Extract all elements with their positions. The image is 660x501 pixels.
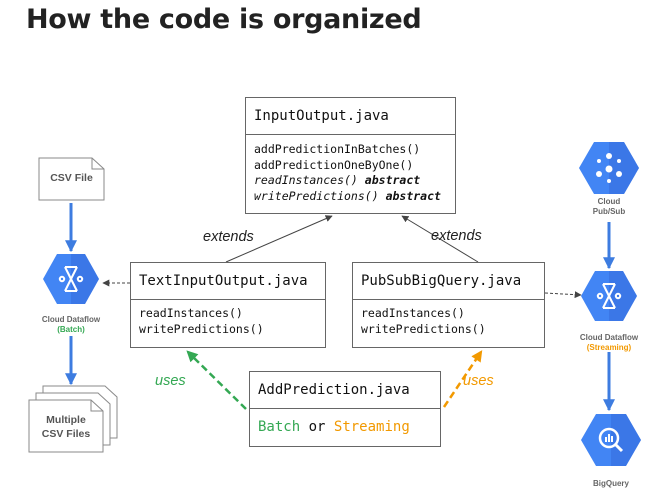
multiple-csv-files-label: Multiple CSV Files: [29, 413, 103, 441]
dataflow-mode-batch: (Batch): [57, 325, 85, 334]
page-title: How the code is organized: [26, 4, 422, 35]
abstract-method-item: writePredictions() abstract: [254, 189, 447, 205]
method-item: addPredictionInBatches(): [254, 142, 421, 156]
bigquery-icon: [581, 414, 641, 466]
abstract-method-item: readInstances() abstract: [254, 173, 447, 189]
dataflow-streaming-icon: [581, 271, 637, 321]
dataflow-mode-streaming: (Streaming): [586, 343, 632, 352]
uses-arrow-streaming: [442, 350, 483, 408]
extends-label-right: extends: [431, 228, 482, 244]
pubsub-label: Cloud Pub/Sub: [574, 197, 644, 217]
dataflow-streaming-label: Cloud Dataflow (Streaming): [564, 333, 654, 353]
csv-file-label: CSV File: [50, 172, 93, 184]
uses-label-batch: uses: [155, 373, 186, 389]
method-item: writePredictions(): [139, 321, 264, 336]
extends-label-left: extends: [203, 229, 254, 245]
method-item: writePredictions(): [361, 321, 486, 336]
or-label: or: [308, 419, 326, 435]
pubsub-line: Cloud: [597, 197, 621, 206]
method-item: addPredictionOneByOne(): [254, 157, 414, 172]
class-methods: readInstances() writePredictions(): [353, 300, 544, 343]
pubsub-icon: [579, 142, 639, 194]
dataflow-batch-label: Cloud Dataflow (Batch): [26, 315, 116, 335]
method-name: readInstances(): [254, 173, 358, 187]
dataflow-batch-icon: [43, 254, 99, 304]
class-methods: readInstances() writePredictions(): [131, 300, 325, 343]
uses-label-streaming: uses: [463, 373, 494, 389]
dataflow-name: Cloud Dataflow: [579, 333, 639, 342]
batch-mode-label: Batch: [258, 419, 301, 435]
class-name: AddPrediction.java: [250, 372, 440, 409]
abstract-keyword: abstract: [385, 188, 441, 203]
class-name: TextInputOutput.java: [131, 263, 325, 300]
class-name: InputOutput.java: [246, 98, 455, 135]
method-item: readInstances(): [139, 306, 243, 320]
class-name: PubSubBigQuery.java: [353, 263, 544, 300]
class-methods: addPredictionInBatches() addPredictionOn…: [246, 135, 455, 210]
class-box-input-output: InputOutput.java addPredictionInBatches(…: [245, 97, 456, 214]
uses-arrow-batch: [186, 350, 247, 410]
class-box-pubsub-bigquery: PubSubBigQuery.java readInstances() writ…: [352, 262, 545, 348]
pubsub-line: Pub/Sub: [592, 207, 626, 216]
extends-arrow-left: [225, 215, 333, 263]
multiple-csv-line: CSV Files: [41, 428, 91, 440]
dataflow-name: Cloud Dataflow: [41, 315, 101, 324]
method-name: writePredictions(): [254, 188, 379, 203]
extends-arrow-right: [401, 215, 479, 263]
class-box-add-prediction: AddPrediction.java Batch or Streaming: [249, 371, 441, 447]
bigquery-label: BigQuery: [592, 479, 629, 488]
class-box-text-input-output: TextInputOutput.java readInstances() wri…: [130, 262, 326, 348]
abstract-keyword: abstract: [364, 173, 421, 187]
mode-line: Batch or Streaming: [250, 409, 440, 445]
method-item: readInstances(): [361, 306, 465, 320]
csv-file-document-icon: [38, 157, 105, 201]
multiple-csv-line: Multiple: [46, 414, 86, 426]
multiple-csv-files-document-icon: [28, 385, 118, 453]
streaming-mode-label: Streaming: [333, 419, 410, 435]
dataflow-streaming-connector: [544, 291, 582, 299]
